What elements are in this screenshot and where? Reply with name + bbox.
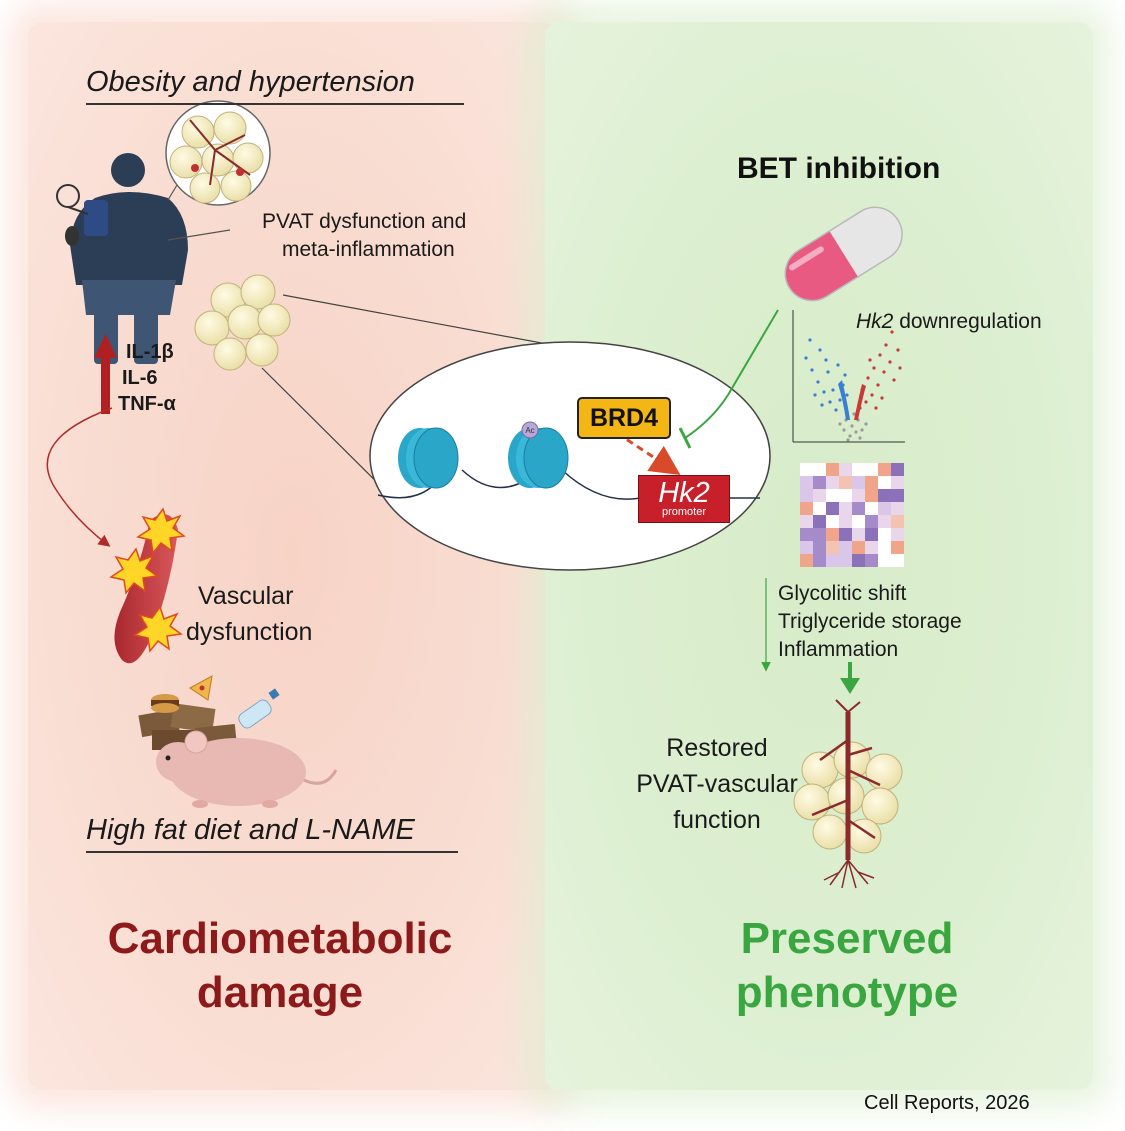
hk2-downregulation-label: Hk2 downregulation — [856, 310, 1042, 333]
heatmap-cell — [852, 489, 865, 502]
heatmap-cell — [865, 554, 878, 567]
heatmap-cell — [839, 476, 852, 489]
cytokine-list: IL-1β IL-6 TNF-α — [118, 341, 176, 415]
heatmap-cell — [852, 515, 865, 528]
zoom-line-top — [282, 294, 591, 353]
heatmap-cell — [878, 541, 891, 554]
heatmap-cell — [813, 515, 826, 528]
heatmap-cell — [891, 476, 904, 489]
heatmap-cell — [826, 502, 839, 515]
damaged-vessel-icon — [109, 507, 186, 664]
inhibition-line — [678, 309, 779, 449]
heatmap-icon — [800, 463, 904, 567]
heatmap-cell — [878, 528, 891, 541]
heatmap-cell — [852, 502, 865, 515]
heatmap-cell — [891, 528, 904, 541]
heatmap-cell — [813, 554, 826, 567]
up-arrow-icon — [94, 334, 117, 414]
promoter-label: promoter — [661, 506, 707, 518]
restored-pvat-icon — [793, 699, 903, 889]
heatmap-cell — [891, 463, 904, 476]
heatmap-cell — [813, 541, 826, 554]
heatmap-cell — [826, 528, 839, 541]
heatmap-cell — [826, 489, 839, 502]
pill-capsule-icon — [784, 206, 903, 302]
heatmap-cell — [826, 541, 839, 554]
heatmap-cell — [852, 463, 865, 476]
heatmap-cell — [891, 515, 904, 528]
heatmap-cell — [813, 502, 826, 515]
heatmap-cell — [826, 463, 839, 476]
water-bottle-icon — [238, 688, 280, 729]
restored-function-label: Restored PVAT-vascular function — [636, 734, 798, 834]
high-fat-diet-heading: High fat diet and L-NAME — [86, 814, 458, 853]
heatmap-cell — [865, 476, 878, 489]
heatmap-cell — [865, 502, 878, 515]
heatmap-cell — [865, 489, 878, 502]
nucleosome-icon — [398, 421, 569, 489]
heatmap-cell — [852, 554, 865, 567]
acetyl-mark: Ac — [525, 426, 534, 435]
heatmap-cell — [813, 528, 826, 541]
heatmap-cell — [878, 489, 891, 502]
heatmap-cell — [891, 489, 904, 502]
mouse-icon — [156, 730, 338, 808]
cardiometabolic-damage-title: Cardiometabolic damage — [107, 914, 453, 1017]
heatmap-cell — [839, 463, 852, 476]
metabolic-effects-list: Glycolitic shift Triglyceride storage In… — [778, 582, 962, 661]
heatmap-cell — [813, 463, 826, 476]
preserved-phenotype-title: Preserved phenotype — [735, 914, 959, 1017]
heatmap-cell — [865, 515, 878, 528]
citation-credit: Cell Reports, 2026 — [864, 1092, 1030, 1114]
pvat-cluster-icon — [194, 274, 291, 371]
heatmap-cell — [891, 502, 904, 515]
vascular-dysfunction-label: Vascular dysfunction — [186, 582, 313, 646]
pvat-dysfunction-label: PVAT dysfunction and meta-inflammation — [262, 210, 467, 261]
heatmap-cell — [839, 502, 852, 515]
heatmap-cell — [852, 528, 865, 541]
heatmap-cell — [878, 554, 891, 567]
heatmap-cell — [878, 502, 891, 515]
heatmap-cell — [826, 476, 839, 489]
heatmap-cell — [800, 554, 813, 567]
heatmap-cell — [865, 528, 878, 541]
heatmap-cell — [839, 554, 852, 567]
heatmap-cell — [826, 554, 839, 567]
heatmap-cell — [852, 476, 865, 489]
heatmap-cell — [878, 515, 891, 528]
heatmap-cell — [852, 541, 865, 554]
heatmap-cell — [891, 541, 904, 554]
cytokine-to-vessel-arrow — [46, 407, 113, 547]
adipose-zoom-icon — [165, 100, 271, 241]
heatmap-cell — [839, 528, 852, 541]
obesity-hypertension-heading: Obesity and hypertension — [86, 66, 464, 105]
volcano-plot-icon — [792, 310, 905, 443]
hk2-gene-label: Hk2 — [658, 477, 710, 509]
heatmap-cell — [800, 502, 813, 515]
heatmap-cell — [813, 476, 826, 489]
heatmap-cell — [891, 554, 904, 567]
brd4-label: BRD4 — [577, 397, 671, 439]
heatmap-cell — [813, 489, 826, 502]
heatmap-cell — [839, 515, 852, 528]
heatmap-cell — [800, 541, 813, 554]
heatmap-cell — [839, 541, 852, 554]
effects-down-arrow — [840, 662, 860, 694]
heatmap-cell — [865, 541, 878, 554]
heatmap-cell — [800, 489, 813, 502]
heatmap-cell — [800, 528, 813, 541]
heatmap-cell — [800, 476, 813, 489]
heatmap-cell — [878, 476, 891, 489]
heatmap-cell — [800, 515, 813, 528]
heatmap-cell — [878, 463, 891, 476]
obese-person-icon — [56, 153, 188, 364]
bet-inhibition-title: BET inhibition — [737, 152, 941, 185]
heatmap-cell — [839, 489, 852, 502]
heatmap-cell — [826, 515, 839, 528]
heatmap-cell — [800, 463, 813, 476]
heatmap-cell — [865, 463, 878, 476]
hk2-promoter-box: Hk2 promoter — [638, 475, 730, 523]
